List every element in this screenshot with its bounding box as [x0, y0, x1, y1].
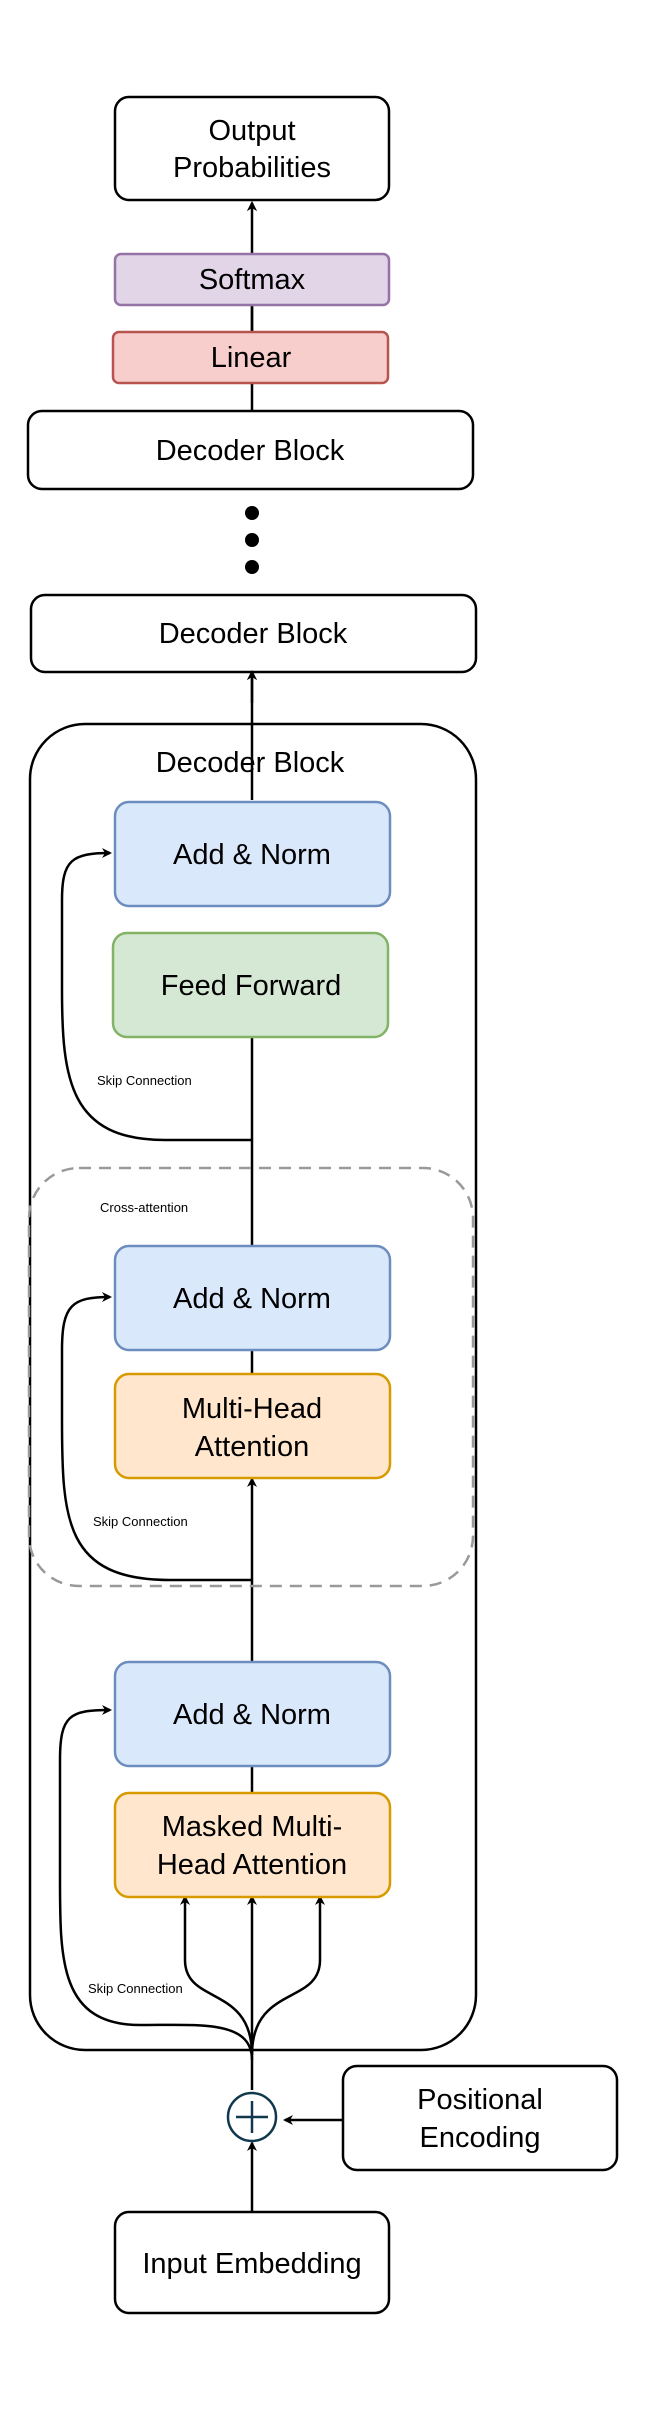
add-norm-mid-label: Add & Norm — [173, 1283, 331, 1315]
add-norm-top-box: Add & Norm — [113, 800, 392, 908]
cross-attention-region — [27, 1166, 475, 1588]
decoder-main-title: Decoder Block — [156, 747, 345, 779]
decoder-mid-label: Decoder Block — [159, 618, 348, 650]
decoder-top-label: Decoder Block — [156, 435, 345, 467]
input-embedding-label: Input Embedding — [142, 2248, 361, 2280]
connector-lines — [58, 201, 343, 2215]
positional-encoding-box: Positional Encoding — [341, 2064, 619, 2172]
vertical-ellipsis-icon — [245, 506, 259, 574]
add-norm-top-label: Add & Norm — [173, 839, 331, 871]
skip-connection-mid-label: Skip Connection — [93, 1514, 188, 1529]
add-norm-mid-box: Add & Norm — [113, 1244, 392, 1352]
input-embedding-box: Input Embedding — [113, 2210, 391, 2315]
add-norm-bottom-label: Add & Norm — [173, 1699, 331, 1731]
skip-connection-top-label: Skip Connection — [97, 1073, 192, 1088]
positional-label-line1: Positional — [417, 2084, 543, 2116]
decoder-block-main: Decoder Block Add & Norm Feed Forward Sk… — [27, 722, 478, 2052]
mha-label-line2: Attention — [195, 1431, 309, 1463]
softmax-label: Softmax — [199, 264, 306, 296]
masked-label-line2: Head Attention — [157, 1849, 347, 1881]
output-label-line1: Output — [208, 115, 295, 147]
cross-attention-label: Cross-attention — [100, 1200, 188, 1215]
softmax-box: Softmax — [113, 252, 391, 307]
masked-multi-head-attention-box: Masked Multi- Head Attention — [113, 1791, 392, 1899]
feed-forward-label: Feed Forward — [161, 970, 342, 1002]
add-norm-bottom-box: Add & Norm — [113, 1660, 392, 1768]
mha-label-line1: Multi-Head — [182, 1393, 322, 1425]
linear-label: Linear — [211, 342, 292, 374]
output-label-line2: Probabilities — [173, 152, 331, 184]
plus-circle-icon — [226, 2091, 278, 2143]
linear-box: Linear — [111, 330, 390, 385]
skip-connection-bottom-label: Skip Connection — [88, 1981, 183, 1996]
feed-forward-box: Feed Forward — [111, 931, 390, 1039]
decoder-block-mid: Decoder Block — [29, 593, 478, 674]
decoder-block-top: Decoder Block — [26, 409, 475, 491]
output-probabilities-box: Output Probabilities — [113, 95, 391, 202]
positional-label-line2: Encoding — [420, 2122, 541, 2154]
masked-label-line1: Masked Multi- — [162, 1811, 343, 1843]
multi-head-attention-box: Multi-Head Attention — [113, 1372, 392, 1480]
